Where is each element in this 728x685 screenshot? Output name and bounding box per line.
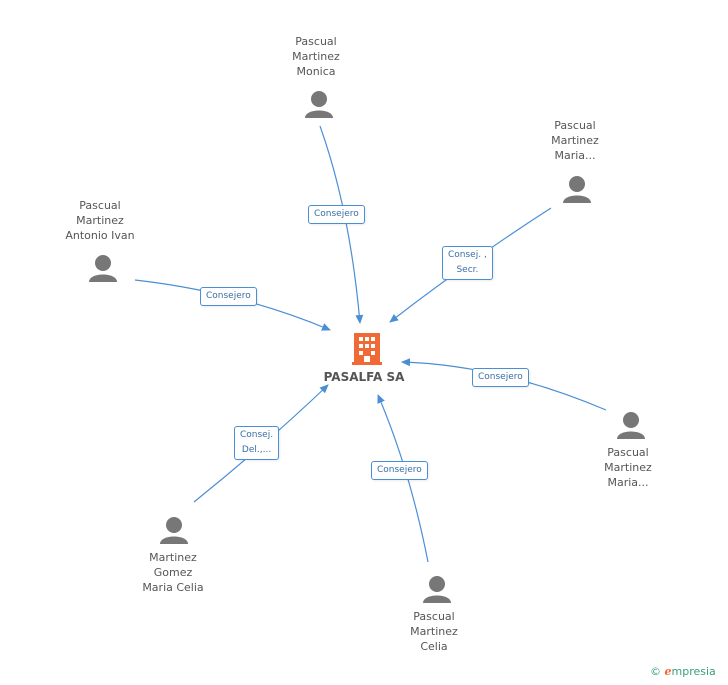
role-label[interactable]: Consejero <box>472 368 529 387</box>
role-label-line: Consej. <box>240 430 274 440</box>
person-icon[interactable] <box>89 255 117 282</box>
person-name-line: Martinez <box>551 134 599 147</box>
person-name-line: Pascual <box>554 119 596 132</box>
copyright-symbol: © <box>650 665 661 678</box>
role-label-line: Consejero <box>314 209 359 219</box>
person-name-line: Pascual <box>79 199 121 212</box>
role-label[interactable]: Consejero <box>371 461 428 480</box>
person-name-line: Antonio Ivan <box>65 229 135 242</box>
person-icon[interactable] <box>160 517 188 544</box>
person-name-line: Gomez <box>153 566 193 579</box>
person-name-line: Maria Celia <box>142 581 204 594</box>
role-label-line: Consejero <box>478 372 523 382</box>
person-name-line: Pascual <box>607 446 649 459</box>
role-label-line: Del.,... <box>241 445 272 455</box>
person-name[interactable]: Martinez Gomez Maria Celia <box>113 550 233 595</box>
person-icon[interactable] <box>563 176 591 203</box>
person-name-line: Pascual <box>295 35 337 48</box>
person-name-line: Martinez <box>76 214 124 227</box>
person-icon[interactable] <box>617 412 645 439</box>
person-name-line: Martinez <box>292 50 340 63</box>
person-name[interactable]: Pascual Martinez Maria... <box>568 445 688 490</box>
person-icon[interactable] <box>423 576 451 603</box>
person-name-line: Celia <box>420 640 448 653</box>
edge-p1 <box>319 125 364 324</box>
role-label-line: Secr. <box>456 265 479 275</box>
building-icon[interactable] <box>352 333 382 365</box>
person-icon[interactable] <box>305 91 333 118</box>
person-name[interactable]: Pascual Martinez Maria... <box>515 118 635 163</box>
person-name-line: Maria... <box>554 149 596 162</box>
role-label-line: Consejero <box>377 465 422 475</box>
person-name[interactable]: Pascual Martinez Celia <box>374 609 494 654</box>
person-name-line: Martinez <box>410 625 458 638</box>
role-label[interactable]: Consejero <box>200 287 257 306</box>
role-label-line: Consej. , <box>448 250 487 260</box>
company-name[interactable]: PASALFA SA <box>323 370 405 384</box>
person-name[interactable]: Pascual Martinez Antonio Ivan <box>40 198 160 243</box>
footer-brand: © empresia <box>650 665 716 678</box>
role-label[interactable]: Consej. Del.,... <box>234 426 280 460</box>
person-name[interactable]: Pascual Martinez Monica <box>256 34 376 79</box>
person-name-line: Martinez <box>149 551 197 564</box>
person-name-line: Pascual <box>413 610 455 623</box>
brand-logo-initial: e <box>664 665 672 678</box>
person-name-line: Maria... <box>607 476 649 489</box>
role-label-line: Consejero <box>206 291 251 301</box>
brand-logo-text: mpresia <box>671 665 716 678</box>
role-label[interactable]: Consej. , Secr. <box>442 246 493 280</box>
role-label[interactable]: Consejero <box>308 205 365 224</box>
person-name-line: Martinez <box>604 461 652 474</box>
person-name-line: Monica <box>296 65 336 78</box>
